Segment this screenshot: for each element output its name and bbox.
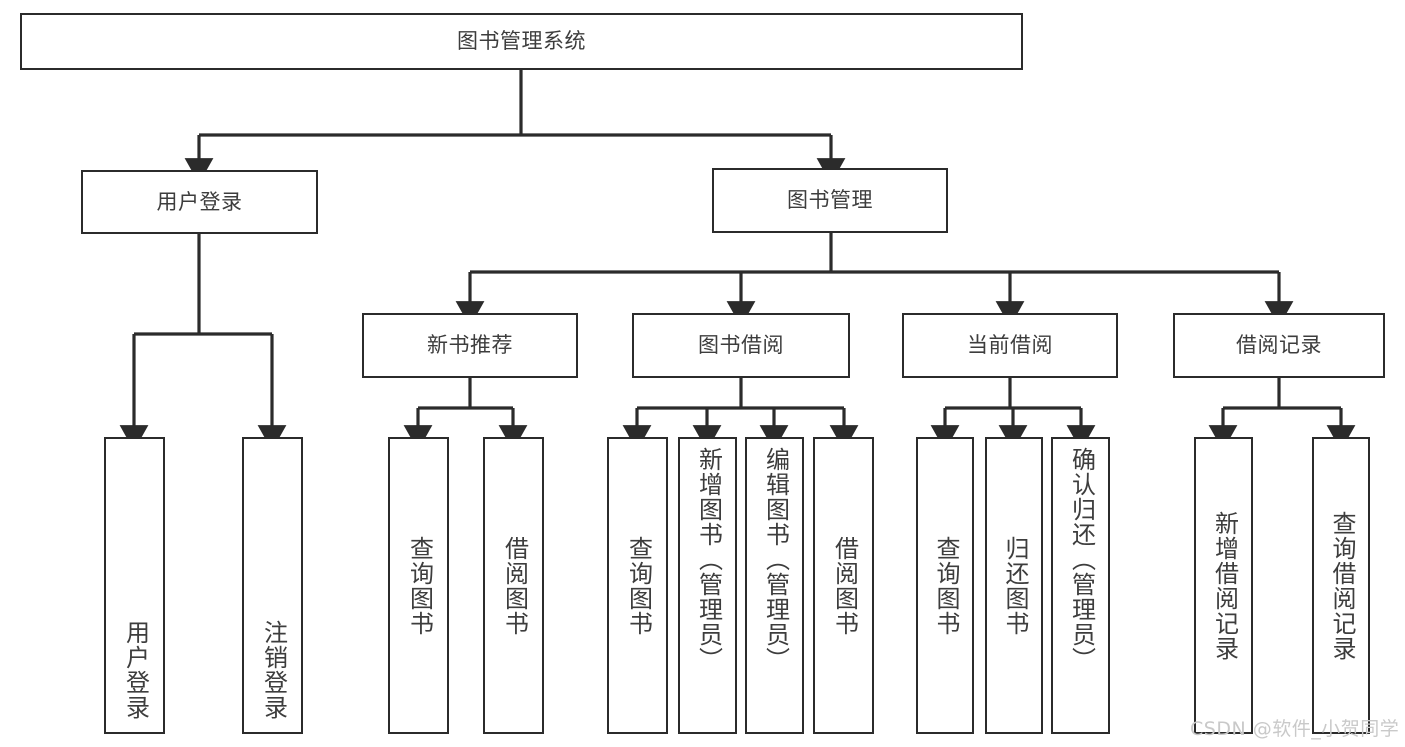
node-leaf-query-book-2[interactable]: 查询图书 <box>607 437 668 734</box>
node-leaf-user-logout-label: 注销登录 <box>259 620 288 720</box>
node-leaf-query-book-1[interactable]: 查询图书 <box>388 437 449 734</box>
node-borrow-record-label: 借阅记录 <box>1236 333 1322 358</box>
node-leaf-query-book-3-label: 查询图书 <box>931 535 960 636</box>
node-book-manage[interactable]: 图书管理 <box>712 168 948 233</box>
node-leaf-user-login-label: 用户登录 <box>121 620 150 720</box>
node-leaf-borrow-book-1[interactable]: 借阅图书 <box>483 437 544 734</box>
node-leaf-confirm-return[interactable]: 确认归还（管理员） <box>1051 437 1110 734</box>
node-user-login-label: 用户登录 <box>156 189 243 214</box>
node-leaf-borrow-book-2[interactable]: 借阅图书 <box>813 437 874 734</box>
node-leaf-add-book[interactable]: 新增图书（管理员） <box>678 437 737 734</box>
node-user-login[interactable]: 用户登录 <box>81 170 318 234</box>
node-book-borrow-label: 图书借阅 <box>698 333 784 358</box>
node-leaf-return-book-label: 归还图书 <box>1000 535 1029 636</box>
node-leaf-borrow-book-1-label: 借阅图书 <box>500 535 529 636</box>
node-leaf-add-book-label: 新增图书（管理员） <box>694 447 723 672</box>
node-leaf-query-book-3[interactable]: 查询图书 <box>916 437 974 734</box>
node-leaf-query-book-2-label: 查询图书 <box>624 535 653 636</box>
node-leaf-query-record-label: 查询借阅记录 <box>1327 510 1356 661</box>
node-current-borrow[interactable]: 当前借阅 <box>902 313 1118 378</box>
node-leaf-query-record[interactable]: 查询借阅记录 <box>1312 437 1370 734</box>
node-leaf-add-record-label: 新增借阅记录 <box>1210 510 1239 661</box>
node-leaf-user-logout[interactable]: 注销登录 <box>242 437 303 734</box>
node-leaf-confirm-return-label: 确认归还（管理员） <box>1067 447 1096 672</box>
node-book-manage-label: 图书管理 <box>787 188 873 213</box>
node-current-borrow-label: 当前借阅 <box>967 333 1053 358</box>
node-book-borrow[interactable]: 图书借阅 <box>632 313 850 378</box>
node-leaf-borrow-book-2-label: 借阅图书 <box>830 535 859 636</box>
node-leaf-edit-book-label: 编辑图书（管理员） <box>761 447 790 672</box>
node-leaf-edit-book[interactable]: 编辑图书（管理员） <box>745 437 804 734</box>
node-leaf-query-book-1-label: 查询图书 <box>405 535 434 636</box>
node-leaf-user-login[interactable]: 用户登录 <box>104 437 165 734</box>
node-new-book-rec[interactable]: 新书推荐 <box>362 313 578 378</box>
node-leaf-add-record[interactable]: 新增借阅记录 <box>1194 437 1253 734</box>
node-new-book-rec-label: 新书推荐 <box>427 333 513 358</box>
node-root[interactable]: 图书管理系统 <box>20 13 1023 70</box>
node-root-label: 图书管理系统 <box>457 29 586 54</box>
csdn-watermark: CSDN @软件_小贺同学 <box>1190 718 1400 740</box>
node-borrow-record[interactable]: 借阅记录 <box>1173 313 1385 378</box>
node-leaf-return-book[interactable]: 归还图书 <box>985 437 1043 734</box>
